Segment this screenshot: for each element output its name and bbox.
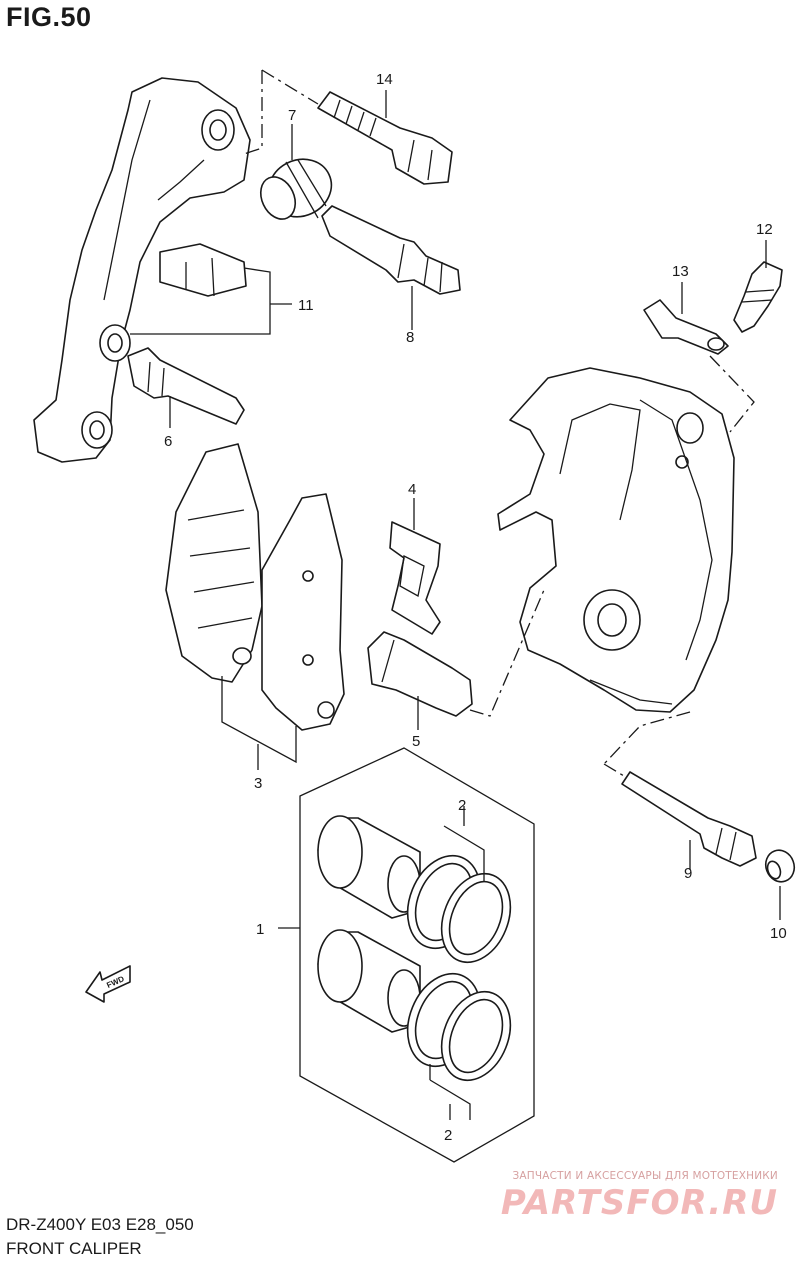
- leader-lines: [130, 90, 781, 1120]
- piston-kit-outline: [299, 747, 535, 1163]
- watermark-logo: PARTSFOR.RU: [500, 1183, 778, 1223]
- callout-6: 6: [164, 433, 172, 450]
- bolt-14: [317, 91, 453, 185]
- caliper-bracket: [33, 77, 251, 463]
- callout-8: 8: [406, 329, 414, 346]
- piston-upper: [317, 815, 421, 919]
- watermark-tagline: ЗАПЧАСТИ И АКСЕССУАРЫ ДЛЯ МОТОТЕХНИКИ: [512, 1170, 778, 1182]
- guide-pin: [127, 347, 245, 425]
- callout-1: 1: [256, 921, 264, 938]
- plug: [764, 849, 796, 883]
- callout-2-upper: 2: [458, 797, 466, 814]
- caliper-body: [497, 367, 735, 713]
- figure-title: FIG.50: [6, 2, 92, 32]
- callout-4: 4: [408, 481, 416, 498]
- piston-lower: [317, 929, 421, 1033]
- callout-11: 11: [298, 297, 314, 314]
- callout-7: 7: [288, 107, 296, 124]
- callout-5: 5: [412, 733, 420, 750]
- callout-3: 3: [254, 775, 262, 792]
- pad-spring: [159, 243, 247, 297]
- callout-12: 12: [756, 221, 773, 238]
- callout-14: 14: [376, 71, 393, 88]
- fwd-arrow: FWD: [85, 965, 131, 1003]
- brake-pad-inner: [261, 493, 345, 731]
- slide-pin: [321, 205, 461, 295]
- bleeder-cap: [643, 299, 729, 355]
- seal-lower: [406, 972, 512, 1082]
- bleeder-valve: [733, 261, 783, 333]
- callout-2-lower: 2: [444, 1127, 452, 1144]
- callout-10: 10: [770, 925, 787, 942]
- boot: [259, 158, 333, 220]
- brake-pad-outer: [165, 443, 263, 683]
- pad-pin: [367, 631, 473, 717]
- pad-retainer-clip: [389, 521, 441, 635]
- callout-9: 9: [684, 865, 692, 882]
- callout-13: 13: [672, 263, 689, 280]
- section-caption: FRONT CALIPER: [6, 1239, 142, 1258]
- caliper-pin: [621, 771, 757, 867]
- model-code: DR-Z400Y E03 E28_050: [6, 1215, 194, 1234]
- alignment-lines: [243, 69, 755, 777]
- seal-upper: [406, 854, 512, 964]
